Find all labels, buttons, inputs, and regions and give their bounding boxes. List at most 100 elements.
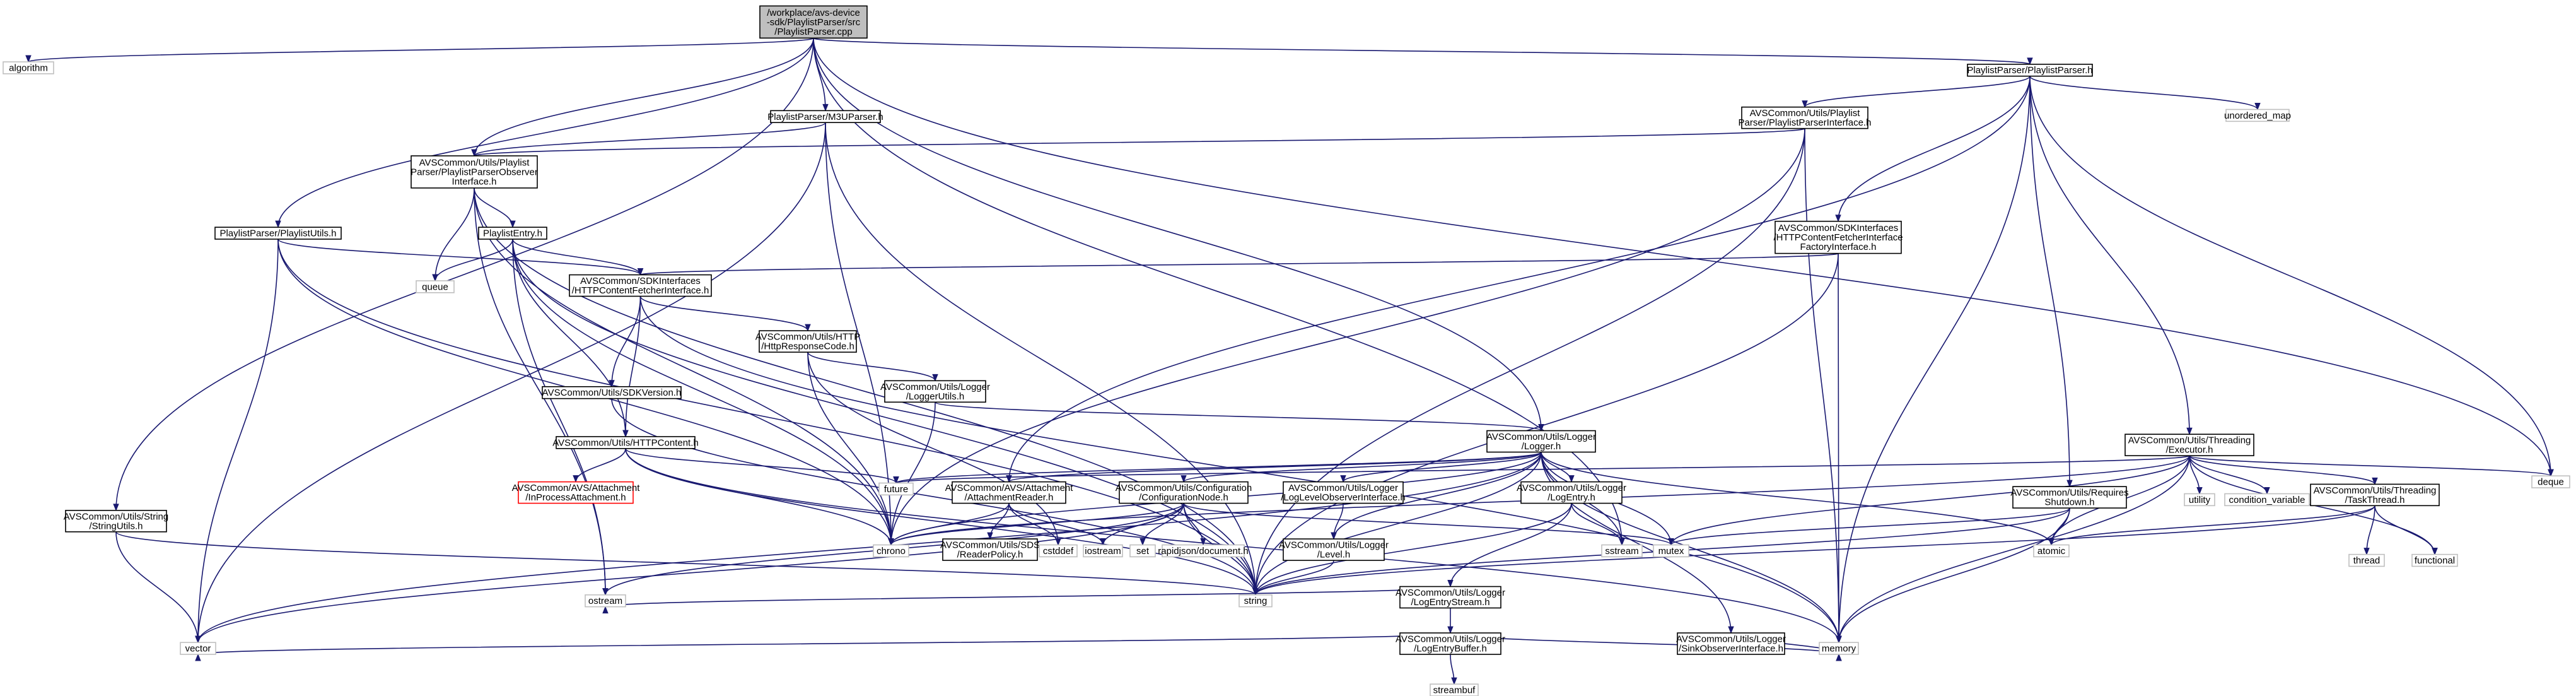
edge-httpcode-to-chrono — [807, 352, 892, 545]
arrowhead-ppi-to-observer — [471, 149, 477, 157]
node-box-queue — [416, 280, 455, 293]
node-label-functional-0: functional — [2415, 555, 2455, 566]
node-box-set — [1129, 544, 1156, 558]
node-ppi[interactable]: AVSCommon/Utils/PlaylistParser/PlaylistP… — [1739, 106, 1872, 129]
node-logbuffer[interactable]: AVSCommon/Utils/Logger/LogEntryBuffer.h — [1396, 632, 1505, 655]
node-logstream[interactable]: AVSCommon/Utils/Logger/LogEntryStream.h — [1396, 586, 1505, 609]
arrowhead-executor-to-tasktread — [2372, 477, 2378, 485]
node-label-fetcher-0: AVSCommon/SDKInterfaces — [580, 276, 701, 286]
node-observer[interactable]: AVSCommon/Utils/PlaylistParser/PlaylistP… — [411, 155, 538, 189]
node-inproc[interactable]: AVSCommon/AVS/Attachment/InProcessAttach… — [512, 481, 641, 504]
edge-factory-to-memory — [1838, 253, 1839, 643]
node-label-sstream-0: sstream — [1605, 546, 1638, 557]
node-sinkobs[interactable]: AVSCommon/Utils/Logger/SinkObserverInter… — [1676, 632, 1786, 655]
node-label-stringutils-0: AVSCommon/Utils/String — [64, 511, 168, 522]
node-httpcode[interactable]: AVSCommon/Utils/HTTP/HttpResponseCode.h — [755, 330, 860, 353]
node-chrono[interactable]: chrono — [873, 544, 909, 558]
node-factory[interactable]: AVSCommon/SDKInterfaces/HTTPContentFetch… — [1773, 220, 1903, 254]
node-box-pph — [1967, 64, 2093, 77]
node-entry[interactable]: PlaylistEntry.h — [478, 227, 547, 240]
node-functional[interactable]: functional — [2411, 553, 2458, 567]
node-httpcontent[interactable]: AVSCommon/Utils/HTTPContent.h — [552, 436, 699, 449]
node-memory[interactable]: memory — [1819, 642, 1859, 655]
edge-pph-to-ppi — [1804, 75, 2031, 108]
arrowhead-entry-to-queue — [432, 274, 438, 282]
node-attreader[interactable]: AVSCommon/AVS/Attachment/AttachmentReade… — [945, 481, 1074, 504]
node-future[interactable]: future — [878, 482, 914, 496]
node-ostream[interactable]: ostream — [585, 594, 626, 608]
node-utility[interactable]: utility — [2184, 493, 2215, 507]
node-loggerutils[interactable]: AVSCommon/Utils/Logger/LoggerUtils.h — [880, 380, 990, 403]
edge-executor-to-deque — [2189, 455, 2551, 476]
node-llobserver[interactable]: AVSCommon/Utils/Logger/LogLevelObserverI… — [1281, 481, 1406, 504]
node-label-level-0: AVSCommon/Utils/Logger — [1279, 540, 1389, 551]
node-streambuf[interactable]: streambuf — [1430, 683, 1479, 696]
arrowhead-pph-to-ppi — [1802, 100, 1808, 109]
node-algorithm[interactable]: algorithm — [3, 61, 54, 74]
node-tasktread[interactable]: AVSCommon/Utils/Threading/TaskThread.h — [2310, 483, 2440, 507]
edge-tasktread-to-thread — [2366, 505, 2375, 555]
arrowhead-confignode-to-set — [1139, 538, 1146, 546]
node-box-ppi — [1741, 106, 1868, 129]
node-label-root-1: -sdk/PlaylistParser/src — [767, 17, 861, 28]
node-queue[interactable]: queue — [416, 280, 455, 293]
node-box-executor — [2124, 434, 2254, 456]
node-unordered_map[interactable]: unordered_map — [2224, 109, 2291, 122]
node-box-sinkobs — [1677, 632, 1785, 655]
node-box-iostream — [1083, 544, 1123, 558]
node-box-sds — [942, 538, 1038, 561]
node-sstream[interactable]: sstream — [1601, 544, 1643, 558]
node-logentry[interactable]: AVSCommon/Utils/Logger/LogEntry.h — [1517, 481, 1626, 504]
node-deque[interactable]: deque — [2531, 475, 2570, 488]
node-set[interactable]: set — [1129, 544, 1156, 558]
arrowhead-reqshut-to-memory — [1836, 635, 1842, 644]
node-iostream[interactable]: iostream — [1083, 544, 1123, 558]
node-mutex[interactable]: mutex — [1653, 544, 1689, 558]
edge-fetcher-to-httpcode — [639, 296, 808, 331]
edge-observer-to-queue — [434, 187, 475, 281]
arrowhead-attreader-to-sds — [987, 532, 993, 540]
node-label-logger-0: AVSCommon/Utils/Logger — [1486, 432, 1596, 442]
node-box-inproc — [518, 481, 634, 504]
node-root[interactable]: /workplace/avs-device-sdk/PlaylistParser… — [759, 5, 868, 39]
node-string[interactable]: string — [1238, 594, 1273, 608]
arrowhead-httpcode-to-loggerutils — [932, 374, 938, 382]
node-m3u[interactable]: PlaylistParser/M3UParser.h — [767, 110, 883, 124]
node-condvar[interactable]: condition_variable — [2224, 493, 2310, 507]
edge-executor-to-condvar — [2189, 455, 2268, 494]
edge-logger-to-level — [1333, 452, 1542, 540]
node-label-root-2: /PlaylistParser.cpp — [774, 27, 852, 37]
edge-logger-to-confignode — [1183, 451, 1542, 483]
arrowhead-llobserver-to-level — [1331, 532, 1337, 540]
edge-pph-to-factory — [1838, 76, 2031, 221]
node-stringutils[interactable]: AVSCommon/Utils/String/StringUtils.h — [64, 510, 168, 533]
node-label-sinkobs-0: AVSCommon/Utils/Logger — [1676, 634, 1786, 645]
node-box-algorithm — [3, 61, 54, 74]
node-confignode[interactable]: AVSCommon/Utils/Configuration/Configurat… — [1116, 481, 1252, 504]
node-executor[interactable]: AVSCommon/Utils/Threading/Executor.h — [2124, 434, 2254, 456]
node-vector[interactable]: vector — [180, 642, 216, 655]
node-level[interactable]: AVSCommon/Utils/Logger/Level.h — [1279, 538, 1389, 561]
node-rapidjson[interactable]: rapidjson/document.h — [1158, 544, 1249, 558]
node-logger[interactable]: AVSCommon/Utils/Logger/Logger.h — [1486, 430, 1596, 453]
node-box-ostream — [585, 594, 626, 608]
node-cstddef[interactable]: cstddef — [1039, 544, 1078, 558]
node-atomic[interactable]: atomic — [2033, 544, 2070, 558]
node-sdkver[interactable]: AVSCommon/Utils/SDKVersion.h — [542, 386, 682, 399]
node-pph[interactable]: PlaylistParser/PlaylistParser.h — [1967, 64, 2093, 77]
node-ppu[interactable]: PlaylistParser/PlaylistUtils.h — [214, 227, 342, 240]
node-sds[interactable]: AVSCommon/Utils/SDS/ReaderPolicy.h — [940, 538, 1040, 561]
node-fetcher[interactable]: AVSCommon/SDKInterfaces/HTTPContentFetch… — [569, 274, 712, 297]
edge-factory-to-string — [1255, 253, 1839, 595]
node-thread[interactable]: thread — [2348, 553, 2385, 567]
node-box-root — [759, 5, 868, 39]
node-label-logentry-1: /LogEntry.h — [1547, 492, 1595, 503]
node-label-future-0: future — [884, 484, 908, 495]
arrowhead-root-to-pph — [2027, 57, 2033, 66]
arrowhead-executor-to-condvar — [2264, 487, 2270, 495]
node-label-entry-0: PlaylistEntry.h — [483, 228, 542, 239]
edge-ppi-to-chrono — [890, 128, 1805, 545]
edge-ppi-to-observer — [474, 127, 1805, 156]
edge-attreader-to-iostream — [1008, 503, 1104, 545]
